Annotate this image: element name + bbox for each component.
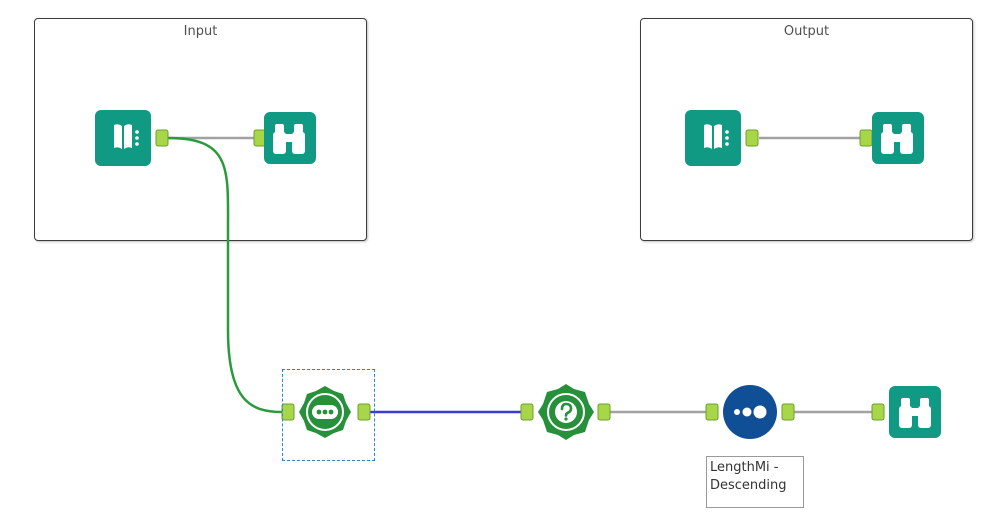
input-data-output-anchor[interactable]: [155, 129, 169, 147]
output-browse-input-anchor[interactable]: [859, 129, 873, 147]
output-data-output-anchor[interactable]: [745, 129, 759, 147]
browse-binoculars-icon: [881, 124, 913, 154]
select-tool[interactable]: [299, 386, 351, 438]
output-data-book-icon: [704, 124, 729, 149]
connection-input-to-select[interactable]: [167, 136, 283, 414]
browse-binoculars-icon: [273, 124, 305, 154]
input-data-tool-bg: [95, 110, 151, 166]
select-output-anchor[interactable]: [357, 403, 371, 421]
sort-annotation: LengthMi - Descending: [706, 456, 804, 508]
filter-input-anchor[interactable]: [520, 403, 534, 421]
input-data-tool[interactable]: [95, 110, 151, 166]
input-data-book-icon: [114, 124, 139, 149]
select-tool-icon: [312, 405, 338, 419]
output-data-tool[interactable]: [685, 110, 741, 166]
input-browse-tool[interactable]: [264, 112, 316, 164]
output-browse-tool[interactable]: [872, 112, 924, 164]
output-data-tool-bg: [685, 110, 741, 166]
input-container-title: Input: [183, 24, 218, 39]
sort-input-anchor[interactable]: [705, 403, 719, 421]
sort-dots-icon: [734, 405, 767, 419]
connections: [167, 136, 872, 414]
final-browse-tool[interactable]: [889, 386, 941, 438]
filter-question-icon: [555, 401, 577, 423]
filter-true-anchor[interactable]: [597, 403, 611, 421]
output-container-title: Output: [783, 24, 830, 39]
final-browse-input-anchor[interactable]: [871, 403, 885, 421]
sort-annotation-line2: Descending: [710, 478, 787, 493]
selection-outline: [282, 369, 375, 461]
sort-tool[interactable]: [723, 385, 777, 439]
browse-binoculars-icon: [899, 398, 931, 428]
sort-output-anchor[interactable]: [781, 403, 795, 421]
filter-tool[interactable]: [538, 384, 594, 440]
sort-annotation-line1: LengthMi -: [710, 460, 779, 475]
